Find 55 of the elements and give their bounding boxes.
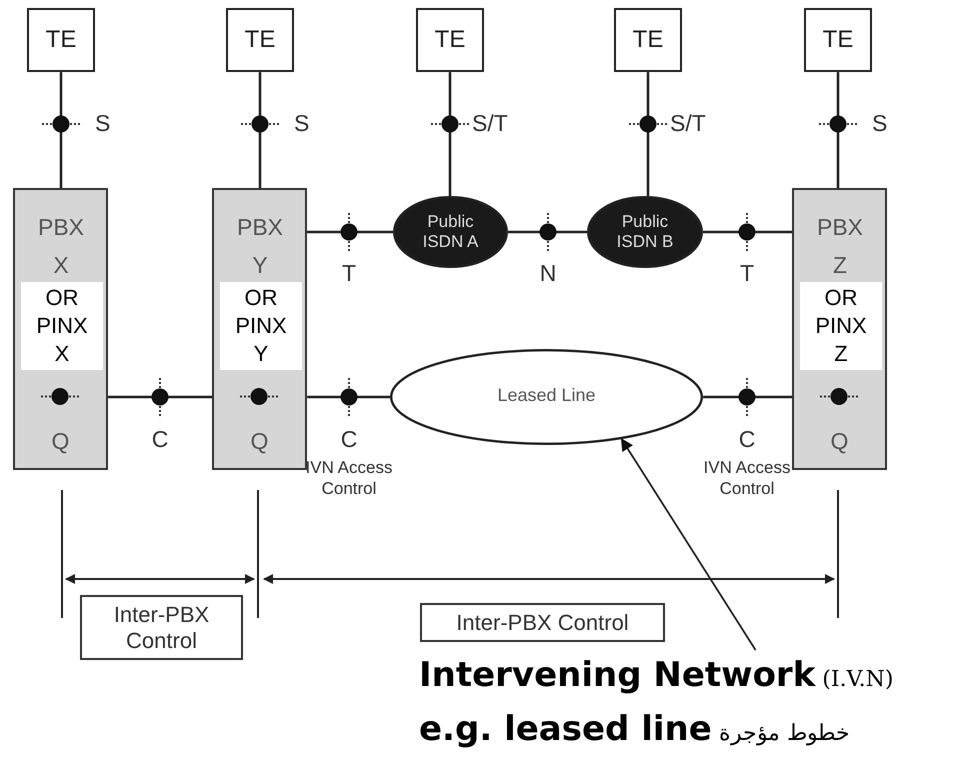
- node-label: TE: [632, 26, 664, 54]
- device-label: PBX X: [36, 213, 86, 280]
- terminal-box: [27, 8, 95, 72]
- terminal-box: [614, 8, 682, 72]
- connection-line: [703, 230, 792, 234]
- alternate-label: OR PINX X: [21, 282, 103, 370]
- connection-line: [508, 230, 588, 234]
- control-box: [420, 603, 665, 642]
- terminal-box: [804, 8, 872, 72]
- node-label: Public ISDN A: [422, 212, 480, 252]
- control-box: [80, 595, 243, 660]
- node-label: TE: [46, 26, 76, 54]
- reference-point-label: C: [738, 428, 756, 451]
- reference-point-label: C: [150, 428, 170, 451]
- device-label: PBX Z: [816, 213, 864, 280]
- reference-point-label: S/T: [670, 112, 706, 135]
- connection-line: [258, 72, 262, 188]
- reference-point-label: S: [294, 112, 310, 135]
- node-label: TE: [244, 26, 276, 54]
- node-label: Leased Line: [497, 384, 596, 406]
- pbx-box: [212, 188, 307, 470]
- connection-line: [448, 72, 452, 196]
- reference-point-label: N: [538, 262, 558, 285]
- connection-line: [836, 72, 840, 188]
- alternate-label: OR PINX Y: [220, 282, 302, 370]
- interface-note: IVN Access Control: [304, 458, 394, 500]
- pointer-arrow: [620, 438, 756, 650]
- node-label: TE: [822, 26, 854, 54]
- terminal-box: [226, 8, 294, 72]
- connection-line: [307, 230, 393, 234]
- device-label: PBX Y: [236, 213, 284, 280]
- reference-point-label: S: [95, 112, 110, 135]
- node-label: TE: [434, 26, 466, 54]
- alternate-label: OR PINX Z: [800, 282, 882, 370]
- reference-point-label: T: [340, 262, 358, 285]
- node-label: Inter-PBX Control: [455, 610, 630, 636]
- reference-point-label: S/T: [472, 112, 508, 135]
- connection-line: [703, 396, 792, 398]
- reference-point-label: Q: [50, 428, 70, 455]
- connection-line: [60, 72, 62, 188]
- pbx-box: [792, 188, 887, 470]
- pbx-box: [13, 188, 108, 470]
- reference-point-label: T: [738, 262, 756, 285]
- reference-point-label: S: [872, 112, 888, 135]
- annotation-text: Intervening Network (I.V.N): [419, 654, 894, 697]
- reference-point-label: C: [340, 428, 358, 451]
- reference-point-label: Q: [250, 428, 270, 455]
- node-label: Public ISDN B: [616, 212, 674, 252]
- connection-line: [307, 396, 390, 398]
- connection-line: [108, 396, 212, 398]
- terminal-box: [416, 8, 484, 72]
- node-label: Inter-PBX Control: [112, 602, 210, 653]
- interface-note: IVN Access Control: [702, 458, 792, 500]
- connection-line: [646, 72, 650, 196]
- reference-point-label: Q: [830, 428, 850, 455]
